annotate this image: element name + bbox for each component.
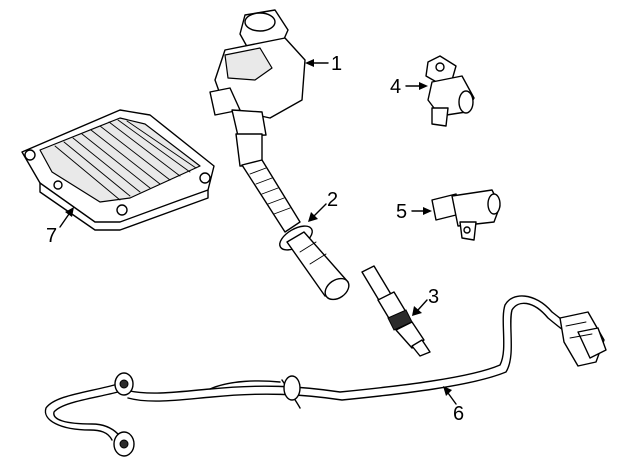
callout-2-label: 2 [327,189,338,211]
callout-3: 3 [412,286,439,316]
callout-4-label: 4 [390,76,401,98]
callout-1: 1 [305,53,342,75]
callout-1-label: 1 [331,53,342,75]
callout-6-label: 6 [453,403,464,425]
engine-control-module[interactable] [21,109,215,231]
callout-2: 2 [308,189,338,222]
callout-7-label: 7 [46,225,57,247]
ignition-coil[interactable] [209,9,306,167]
callout-6: 6 [443,386,464,425]
callout-5-label: 5 [396,201,407,223]
camshaft-position-sensor[interactable] [425,55,475,127]
callout-3-label: 3 [428,286,439,308]
callout-5: 5 [396,201,432,223]
spark-plug[interactable] [361,265,431,357]
callout-4: 4 [390,76,428,98]
coil-boot-extension[interactable] [241,159,353,304]
crankshaft-position-sensor[interactable] [431,189,501,241]
knock-sensor-harness[interactable] [44,295,607,457]
callout-7: 7 [46,207,74,247]
